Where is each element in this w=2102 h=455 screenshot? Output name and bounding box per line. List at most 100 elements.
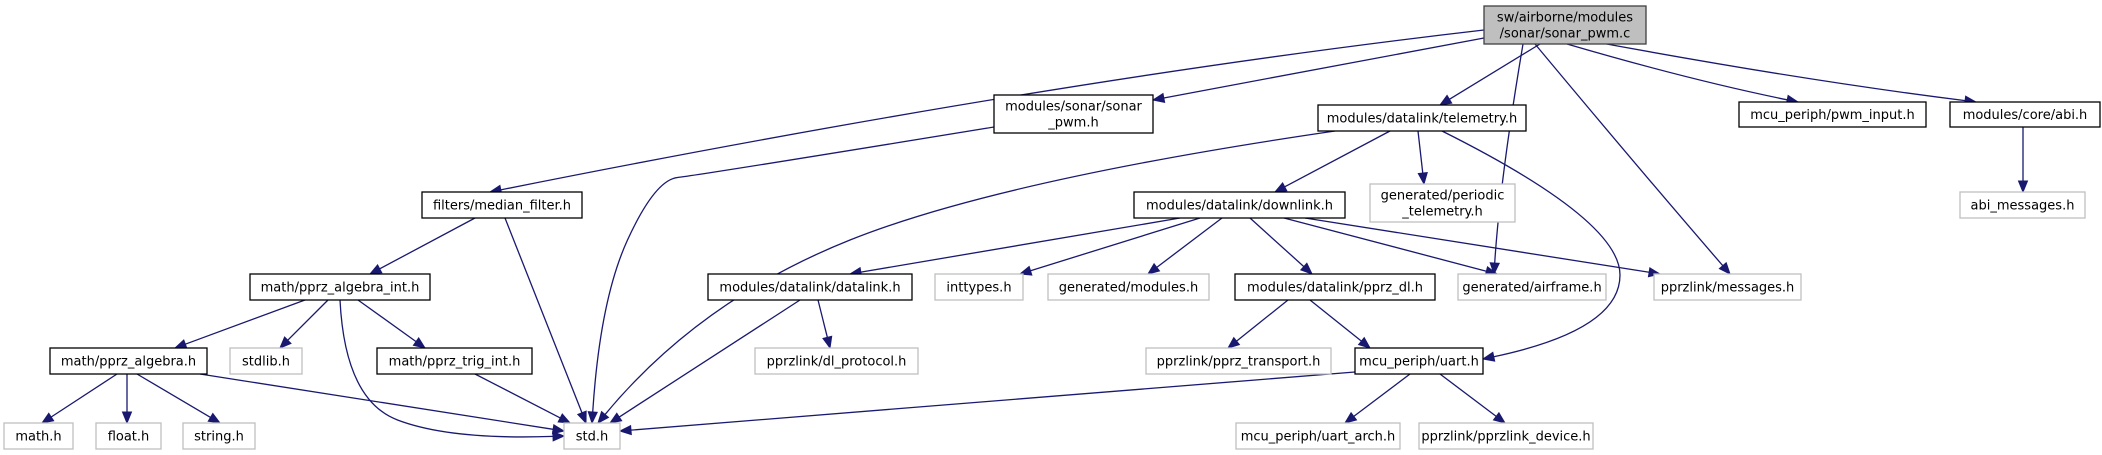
edge-sonar_pwm_h-to-std_h (587, 126, 995, 425)
node-pprzlink-device-h[interactable]: pprzlink/pprzlink_device.h (1418, 422, 1594, 450)
node-pprz-algebra-int-h[interactable]: math/pprz_algebra_int.h (249, 273, 431, 301)
edge-root-to-messages_h (1534, 43, 1731, 275)
arrowhead-icon (1273, 181, 1288, 193)
node-label: _telemetry.h (1401, 205, 1483, 220)
edge-telemetry_h-to-std_h (597, 130, 1336, 425)
node-box (754, 347, 919, 375)
node-string-h[interactable]: string.h (182, 422, 256, 450)
node-pwm-input-h[interactable]: mcu_periph/pwm_input.h (1738, 101, 1927, 128)
arrowhead-icon (1018, 265, 1033, 276)
edge-downlink_h-to-messages_h (1304, 217, 1662, 278)
node-label: sw/airborne/modules (1497, 11, 1633, 26)
edge-abi_h-to-abi_messages_h (2017, 127, 2029, 194)
node-label: string.h (194, 430, 244, 445)
arrowhead-icon (1718, 261, 1731, 275)
node-label: filters/median_filter.h (433, 199, 571, 214)
edge-pprz_algebra_h-to-string_h (136, 373, 222, 424)
node-stdlib-h[interactable]: stdlib.h (229, 347, 303, 375)
edge-telemetry_h-to-downlink_h (1273, 130, 1391, 193)
node-box (1959, 191, 2086, 219)
edge-line (1304, 217, 1650, 273)
edge-telemetry_h-to-periodic_telemetry_h (1417, 130, 1428, 186)
node-box (934, 273, 1024, 301)
edge-line (1283, 217, 1487, 272)
node-label: modules/datalink/telemetry.h (1327, 112, 1518, 127)
node-box (49, 347, 208, 375)
node-uart-arch-h[interactable]: mcu_periph/uart_arch.h (1235, 422, 1401, 450)
node-pprz-dl-h[interactable]: modules/datalink/pprz_dl.h (1234, 273, 1436, 301)
node-downlink-h[interactable]: modules/datalink/downlink.h (1133, 191, 1346, 219)
node-std-h[interactable]: std.h (563, 422, 621, 450)
node-datalink-h[interactable]: modules/datalink/datalink.h (707, 273, 913, 301)
node-box (1317, 104, 1527, 132)
edge-line (1534, 43, 1724, 267)
edge-line (1353, 373, 1411, 417)
node-box (376, 347, 533, 375)
edge-line (604, 130, 1336, 415)
edge-root-to-airframe_h (1489, 43, 1524, 276)
node-label: std.h (576, 430, 609, 445)
node-abi-messages-h[interactable]: abi_messages.h (1959, 191, 2086, 219)
arrowhead-icon (1226, 336, 1241, 349)
node-box (1738, 101, 1927, 128)
edge-line (592, 126, 995, 413)
node-box (3, 422, 74, 450)
arrowhead-icon (1417, 171, 1428, 186)
node-modules-h[interactable]: generated/modules.h (1047, 273, 1210, 301)
node-box (1047, 273, 1210, 301)
node-float-h[interactable]: float.h (95, 422, 162, 450)
node-root[interactable]: sw/airborne/modules/sonar/sonar_pwm.c (1483, 5, 1647, 45)
edge-line (1441, 130, 1621, 358)
node-box (1133, 191, 1346, 219)
node-pprz-algebra-h[interactable]: math/pprz_algebra.h (49, 347, 208, 375)
edge-line (817, 299, 828, 338)
node-dl-protocol-h[interactable]: pprzlink/dl_protocol.h (754, 347, 919, 375)
arrowhead-icon (597, 410, 610, 425)
node-pprz-transport-h[interactable]: pprzlink/pprz_transport.h (1145, 347, 1332, 375)
node-label: modules/datalink/pprz_dl.h (1247, 281, 1423, 296)
arrowhead-icon (576, 410, 587, 425)
node-label: float.h (108, 430, 150, 445)
node-label: pprzlink/pprz_transport.h (1157, 355, 1321, 370)
arrowhead-icon (279, 336, 292, 349)
edge-line (1494, 43, 1524, 264)
edge-line (379, 217, 476, 270)
edge-pprz_algebra_int_h-to-pprz_trig_int_h (357, 299, 427, 349)
node-box (1457, 273, 1607, 301)
edge-line (618, 299, 801, 418)
node-inttypes-h[interactable]: inttypes.h (934, 273, 1024, 301)
node-label: mcu_periph/uart_arch.h (1241, 430, 1396, 445)
node-telemetry-h[interactable]: modules/datalink/telemetry.h (1317, 104, 1527, 132)
node-label: modules/datalink/datalink.h (719, 281, 900, 296)
node-box (1234, 273, 1436, 301)
edge-line (1439, 373, 1497, 417)
node-box (1483, 5, 1647, 45)
node-label: pprzlink/pprzlink_device.h (1421, 430, 1590, 445)
edge-line (185, 299, 306, 345)
node-uart-h[interactable]: mcu_periph/uart.h (1354, 347, 1484, 375)
edge-line (1030, 217, 1201, 272)
node-label: math.h (15, 430, 61, 445)
edge-line (630, 371, 1356, 431)
edge-uart_h-to-uart_arch_h (1343, 373, 1411, 424)
node-box (95, 422, 162, 450)
edge-pprz_algebra_int_h-to-stdlib_h (279, 299, 329, 349)
node-box (1145, 347, 1332, 375)
node-airframe-h[interactable]: generated/airframe.h (1457, 273, 1607, 301)
node-pprz-trig-int-h[interactable]: math/pprz_trig_int.h (376, 347, 533, 375)
edge-datalink_h-to-std_h (608, 299, 801, 424)
node-math-h[interactable]: math.h (3, 422, 74, 450)
node-box (1354, 347, 1484, 375)
node-messages-h[interactable]: pprzlink/messages.h (1653, 273, 1802, 301)
edge-pprz_algebra_h-to-std_h (199, 373, 566, 435)
edge-telemetry_h-to-uart_h (1441, 130, 1621, 362)
node-sonar-pwm-h[interactable]: modules/sonar/sonar_pwm.h (993, 94, 1154, 134)
node-periodic-telemetry-h[interactable]: generated/periodic_telemetry.h (1369, 183, 1516, 223)
arrowhead-icon (1438, 94, 1453, 106)
node-abi-h[interactable]: modules/core/abi.h (1949, 101, 2101, 128)
node-box (1369, 183, 1516, 223)
node-median-filter-h[interactable]: filters/median_filter.h (421, 191, 583, 219)
edge-downlink_h-to-datalink_h (848, 217, 1181, 278)
arrowhead-icon (1343, 411, 1358, 424)
